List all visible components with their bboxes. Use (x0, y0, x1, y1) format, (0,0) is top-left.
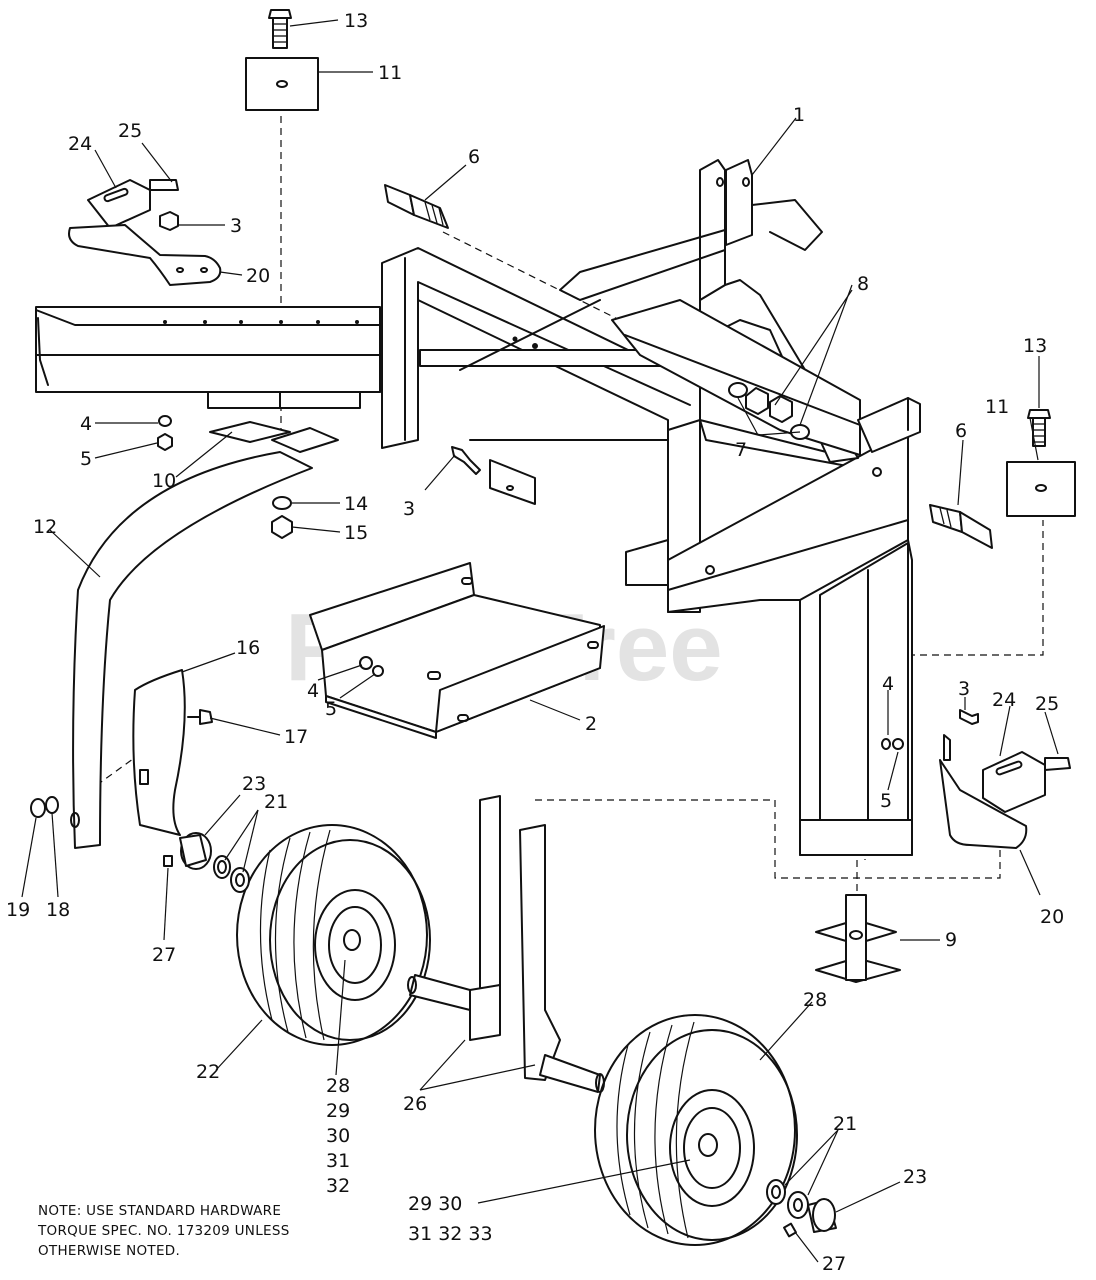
bracket-24-right (982, 751, 1071, 813)
callout-3-center: 3 (403, 498, 415, 520)
part-18-19-washers (30, 796, 59, 818)
note-line-1: NOTE: USE STANDARD HARDWARE (38, 1203, 281, 1219)
callout-17: 17 (284, 726, 308, 748)
callout-1: 1 (793, 104, 805, 126)
callout-12: 12 (33, 516, 57, 538)
bracket-20-top-left (68, 224, 222, 286)
callout-2: 2 (585, 713, 597, 735)
callout-11-right: 11 (985, 396, 1009, 418)
callout-3-right: 3 (958, 678, 970, 700)
callout-6: 6 (468, 146, 480, 168)
callout-8: 8 (857, 273, 869, 295)
bracket-24-top-left (87, 179, 179, 229)
leader-lines (21, 19, 1059, 1263)
part-11-plate-top (245, 57, 319, 111)
part-12-arm (70, 451, 313, 849)
part-13-bolt-top (268, 9, 292, 49)
callout-4-right: 4 (882, 673, 894, 695)
part-3-4-5-right-hardware (881, 709, 979, 750)
callout-6-right: 6 (955, 420, 967, 442)
callout-3: 3 (230, 215, 242, 237)
part-9-spindle (815, 894, 901, 983)
part-6-pin-top (384, 184, 449, 229)
callout-20: 20 (246, 265, 270, 287)
callout-23-right: 23 (903, 1166, 927, 1188)
note-line-3: OTHERWISE NOTED. (38, 1243, 180, 1259)
callout-22: 22 (196, 1061, 220, 1083)
callout-4-center: 4 (307, 680, 319, 702)
callout-29-30: 29 30 (408, 1193, 462, 1215)
left-wheel-hardware (163, 832, 250, 893)
bracket-20-right (939, 734, 1028, 849)
part-6-pin-right (929, 504, 993, 549)
callout-13: 13 (344, 10, 368, 32)
callout-5-right: 5 (880, 790, 892, 812)
wheel-right (594, 1014, 798, 1246)
callout-7: 7 (735, 439, 747, 461)
wheel-left (236, 824, 431, 1046)
part-16-shield (132, 669, 186, 836)
callout-27: 27 (152, 944, 176, 966)
part-1-main-frame (381, 159, 921, 613)
part-26-axles (407, 795, 605, 1093)
callout-24-right: 24 (992, 689, 1016, 711)
callout-4: 4 (80, 413, 92, 435)
callout-31: 31 (326, 1150, 350, 1172)
callout-5: 5 (80, 448, 92, 470)
part-4-5-nuts-center (359, 656, 384, 677)
callout-28: 28 (326, 1075, 350, 1097)
part-3-bolt-center (451, 446, 536, 505)
callout-9: 9 (945, 929, 957, 951)
callout-25-right: 25 (1035, 693, 1059, 715)
note-line-2: TORQUE SPEC. NO. 173209 UNLESS (37, 1223, 290, 1239)
callout-30: 30 (326, 1125, 350, 1147)
part-4-5-nuts-left (157, 415, 173, 451)
part-14-15-nuts (271, 496, 293, 539)
callout-5-center: 5 (325, 698, 337, 720)
part-3-nut-top-left (159, 211, 179, 231)
callout-21-right: 21 (833, 1113, 857, 1135)
callout-14: 14 (344, 493, 368, 515)
torque-note: NOTE: USE STANDARD HARDWARE TORQUE SPEC.… (37, 1203, 290, 1259)
callout-11: 11 (378, 62, 402, 84)
callout-20-right: 20 (1040, 906, 1064, 928)
callout-31-32-33: 31 32 33 (408, 1223, 493, 1245)
callout-18: 18 (46, 899, 70, 921)
callout-19: 19 (6, 899, 30, 921)
callout-28-right: 28 (803, 989, 827, 1011)
callout-27-right: 27 (822, 1253, 846, 1275)
part-11-plate-right (1006, 461, 1076, 517)
callout-16: 16 (236, 637, 260, 659)
callout-26: 26 (403, 1093, 427, 1115)
vertical-post (799, 539, 913, 856)
part-2-tray (309, 562, 605, 739)
part-17-bolt (187, 709, 213, 725)
right-wheel-hardware (766, 1179, 837, 1238)
callout-24: 24 (68, 133, 92, 155)
callout-15: 15 (344, 522, 368, 544)
callout-labels: 13 11 1 6 25 24 3 20 8 13 11 6 4 5 10 7 … (6, 10, 1064, 1275)
callout-25: 25 (118, 120, 142, 142)
callout-29: 29 (326, 1100, 350, 1122)
callout-10: 10 (152, 470, 176, 492)
callout-32: 32 (326, 1175, 350, 1197)
callout-21: 21 (264, 791, 288, 813)
left-toolbar-rail (35, 306, 381, 409)
callout-23: 23 (242, 773, 266, 795)
part-7-8-hardware (728, 382, 810, 440)
callout-13-right: 13 (1023, 335, 1047, 357)
part-10-plates (209, 421, 339, 453)
